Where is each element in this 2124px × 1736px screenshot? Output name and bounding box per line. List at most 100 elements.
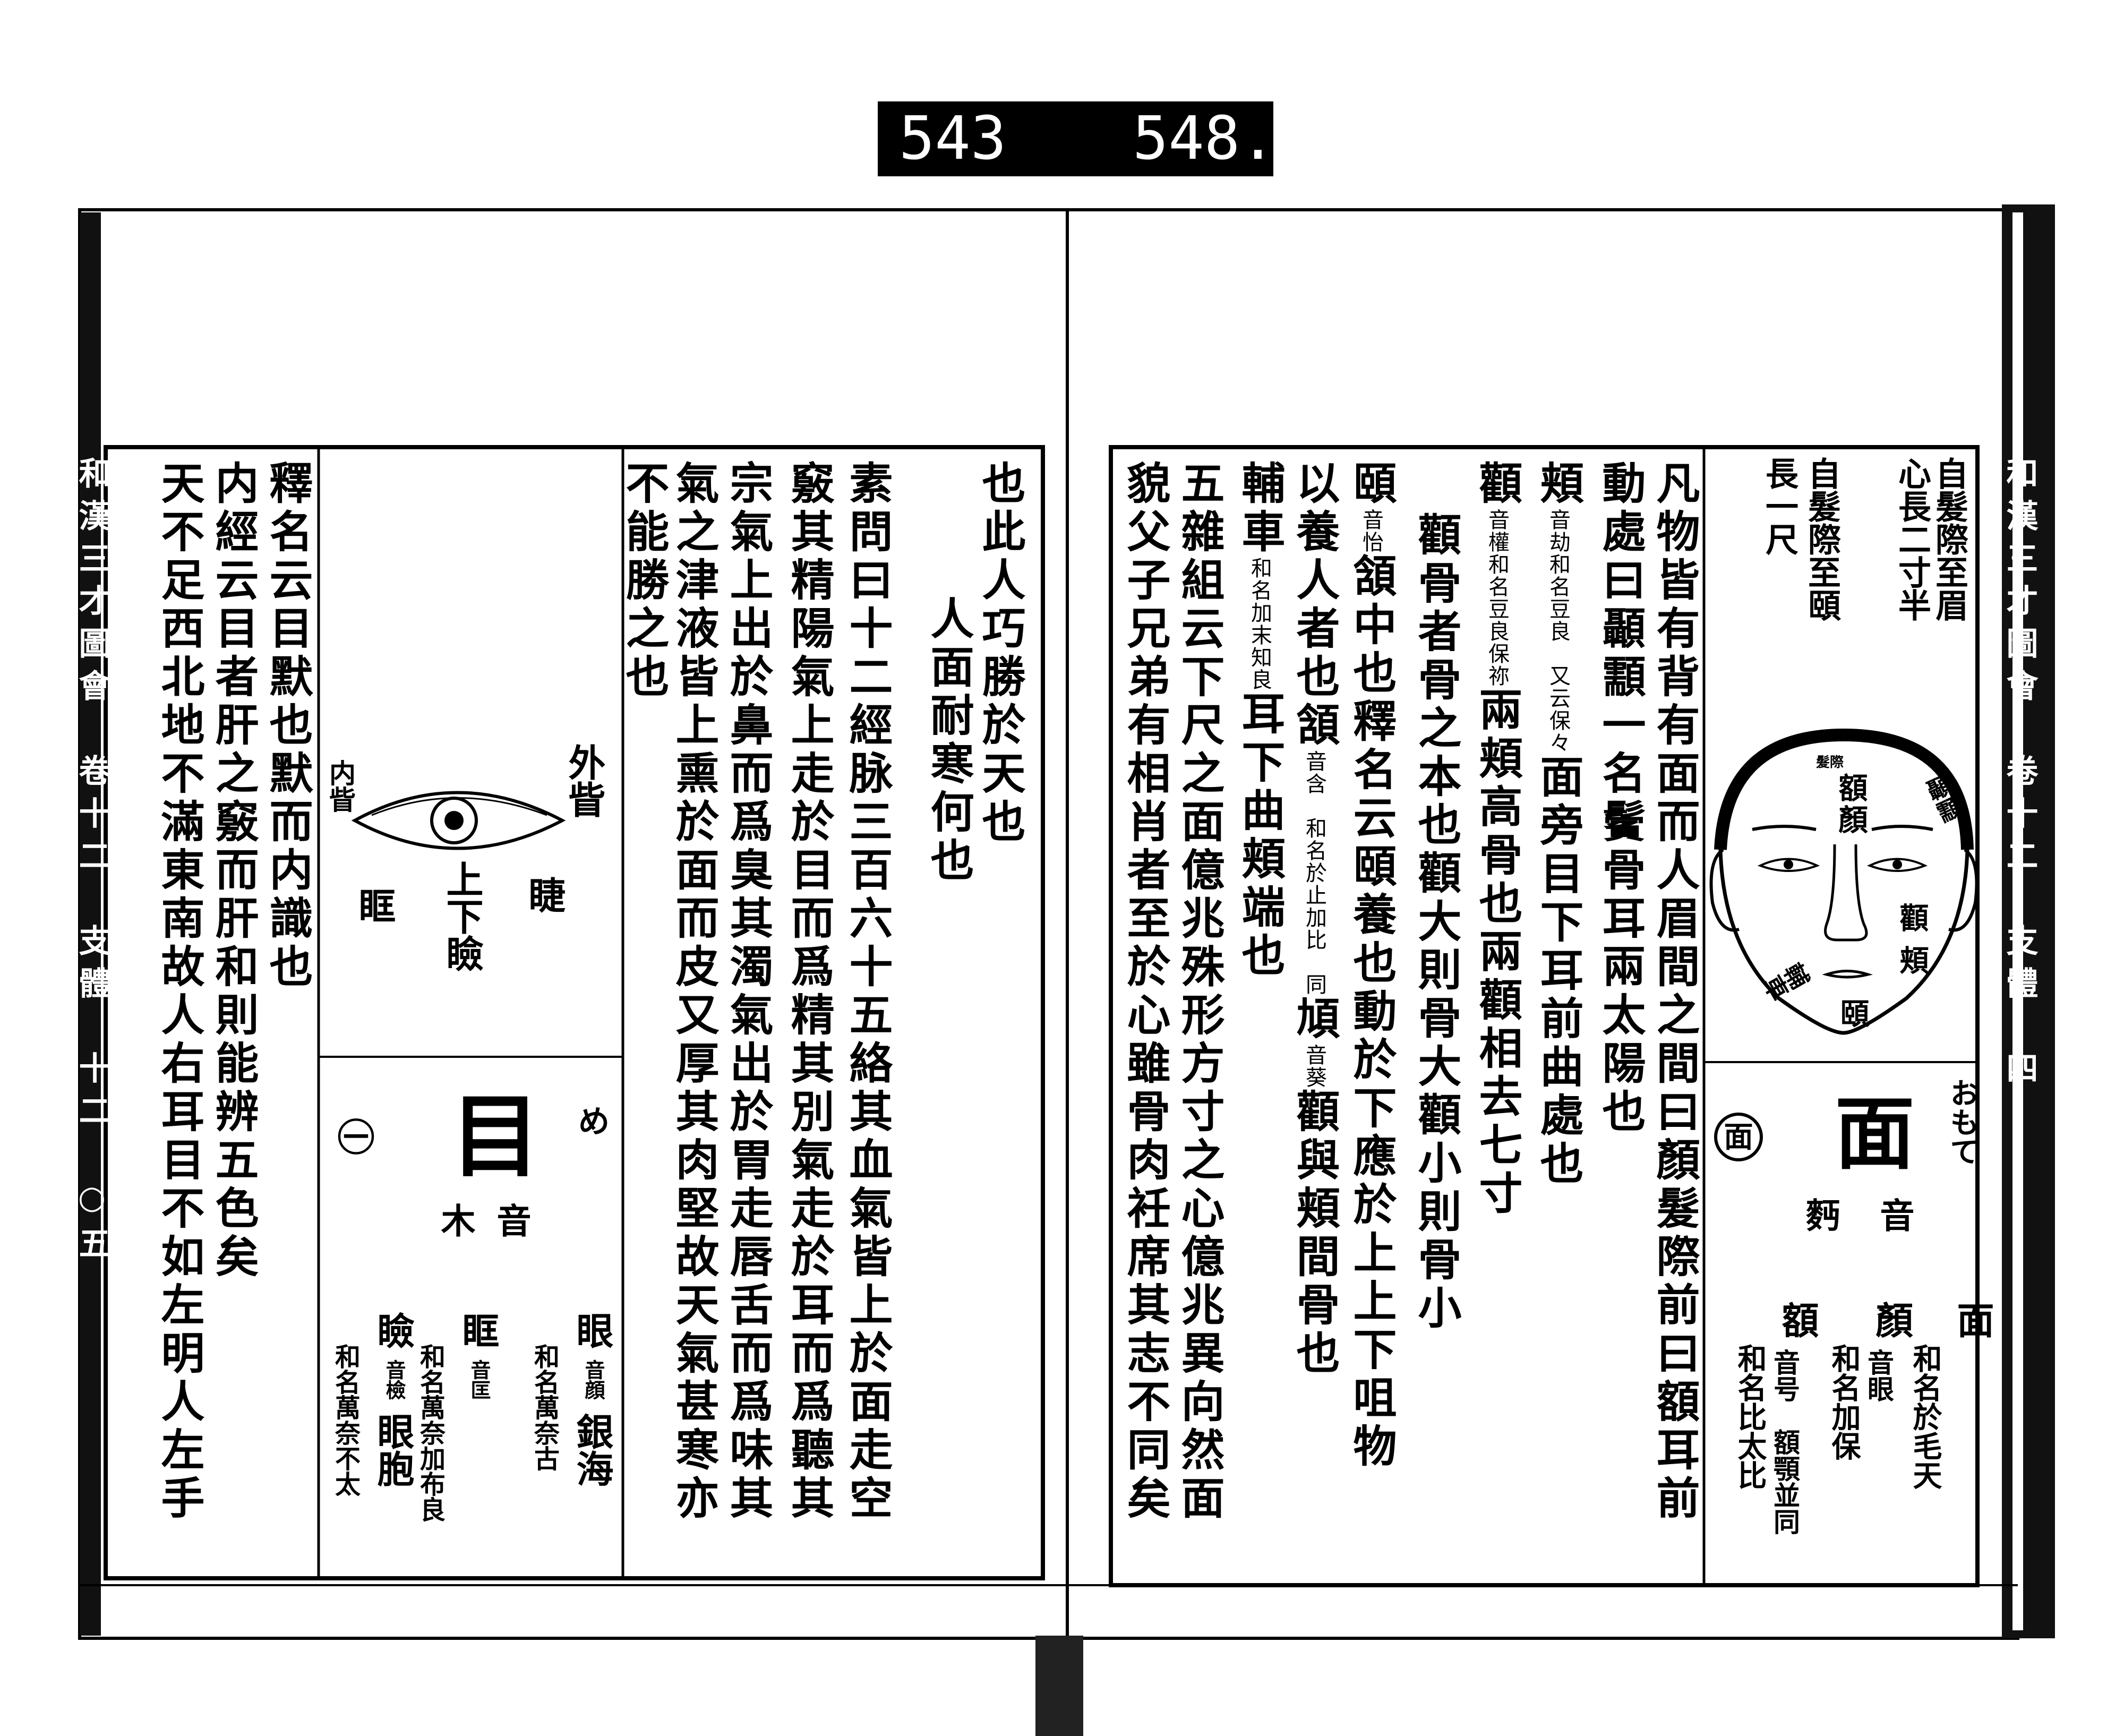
text-run: 顴與頬間骨也 [1289, 1089, 1340, 1379]
text-run: 顴 [1471, 460, 1522, 509]
text-column: 頬音劫和名豆良 又云保々面旁目下耳前曲處也 [1531, 460, 1585, 1189]
text-column: 釋名云目默也默而内識也 [261, 460, 314, 992]
sub-entry-wamei: 和名於毛天 [1908, 1344, 1942, 1490]
entry-heading-face: 面 [1821, 1091, 1915, 1171]
face-label-cheekbone: 顴 [1895, 903, 1929, 932]
gloss-note: 和名豆良保祢 [1485, 553, 1509, 687]
entry-on-label-eye: 音 [491, 1203, 531, 1237]
gloss-note: 和名加末知良 [1247, 557, 1272, 691]
text-column: 人面耐寒何也 [922, 596, 975, 886]
sub-entry-word: 額 [1776, 1301, 1820, 1338]
face-label-forehead: 額 [1834, 773, 1868, 802]
text-run: 以養人者也頷 [1289, 460, 1340, 750]
figure-note: 自髮際至眉 [1930, 457, 1968, 621]
text-run: 人面耐寒何也 [923, 596, 974, 886]
text-column: 竅其精陽氣上走於目而爲精其別氣走於耳而爲聽其 [782, 460, 835, 1524]
text-run: 也此人巧勝於天也 [974, 460, 1025, 847]
text-run: 動處曰顳顬一名鬢骨耳兩太陽也 [1595, 460, 1646, 1137]
label-inner-canthus: 内眥 [325, 759, 356, 813]
sub-entry-wamei: 和名加保 [1827, 1344, 1861, 1460]
gloss-note: 音劫 [1546, 509, 1570, 553]
archive-number-right: 548. [1133, 104, 1276, 173]
text-run: 天不足西北地不滿東南故人右耳目不如左明人左手 [153, 460, 204, 1524]
figure-note: 長一尺 [1760, 457, 1798, 555]
gloss-note: 和名豆良 又云保々 [1546, 553, 1570, 754]
left-margin-title: 和漢三才圖會 卷十二 支體 十二 ○五 [73, 457, 110, 1269]
text-column: 不能勝之也 [617, 460, 670, 702]
sub-entry-alt: 銀海 [570, 1413, 614, 1487]
text-run: 顴骨者骨之本也顴大則骨大顴小則骨小 [1410, 512, 1461, 1333]
face-label-cheek: 頬 [1895, 945, 1929, 974]
text-column: 凡物皆有背有面而人眉間之間曰顏髮際前曰額耳前 [1648, 460, 1701, 1524]
gloss-note: 音權 [1485, 509, 1509, 553]
text-run: 五雜組云下尺之面億兆殊形方寸之心億兆異向然面 [1174, 460, 1224, 1524]
text-run: 耳下曲頬端也 [1234, 691, 1285, 981]
text-run: 頷中也釋名云頤養也動於下應於上上下咀物 [1346, 553, 1397, 1472]
text-column: 素問曰十二經脉三百六十五絡其血氣皆上於面走空 [841, 460, 894, 1524]
sub-entry-wamei: 和名萬奈加布良 [415, 1344, 445, 1522]
text-run: 面旁目下耳前曲處也 [1532, 754, 1583, 1189]
entry-heading-eye: 目 [434, 1089, 541, 1179]
sub-entry-word: 面 [1951, 1301, 1995, 1338]
text-run: 頤 [1346, 460, 1397, 509]
right-margin-title: 和漢三才圖會 卷十二 支體 四 [2001, 457, 2038, 1094]
text-run: 輔車 [1234, 460, 1285, 557]
text-column: 氣之津液皆上熏於面而皮又厚其肉堅故天氣甚寒亦 [667, 460, 720, 1524]
text-run: 頄 [1289, 996, 1340, 1044]
sub-entry-word: 顏 [1870, 1301, 1914, 1338]
text-column: 以養人者也頷音含 和名於止加比 同頄音葵顴與頬間骨也 [1288, 460, 1341, 1379]
sub-entry-wamei: 和名萬奈不太 [330, 1344, 360, 1496]
archive-number-left: 543 [899, 104, 1007, 173]
figure-note: 自髮際至頤 [1802, 457, 1841, 621]
text-column: 輔車和名加末知良耳下曲頬端也 [1233, 460, 1286, 981]
sub-entry-note: 音号 額顎並同 [1769, 1349, 1801, 1535]
text-column: 也此人巧勝於天也 [973, 460, 1026, 847]
gloss-note: 音葵 [1302, 1044, 1326, 1089]
sub-entry-note: 音匡 [467, 1359, 491, 1400]
text-run: 素問曰十二經脉三百六十五絡其血氣皆上於面走空 [842, 460, 893, 1524]
figure-note: 心長二寸半 [1892, 457, 1931, 621]
entry-on-label-face: 音 [1874, 1198, 1914, 1232]
entry-reading-face: おもて [1945, 1078, 1980, 1166]
text-column: 天不足西北地不滿東南故人右耳目不如左明人左手 [152, 460, 205, 1524]
sub-entry-note: 音檢 [382, 1359, 406, 1400]
text-column: 顴骨者骨之本也顴大則骨大顴小則骨小 [1409, 512, 1462, 1333]
entry-on-value-eye: 木 [435, 1203, 475, 1237]
text-run: 凡物皆有背有面而人眉間之間曰顏髮際前曰額耳前 [1649, 460, 1700, 1524]
text-run: 貌父子兄弟有相肖者至於心雖骨肉衽席其志不同矣 [1119, 460, 1170, 1524]
text-column: 宗氣上出於鼻而爲臭其濁氣出於胃走唇舌而爲味其 [721, 460, 774, 1524]
sub-entry-word: 眼 [570, 1312, 614, 1349]
sub-entry-alt: 眼胞 [371, 1413, 415, 1487]
text-run: 宗氣上出於鼻而爲臭其濁氣出於胃走唇舌而爲味其 [722, 460, 773, 1524]
sub-entry-wamei: 和名萬奈古 [529, 1344, 559, 1471]
entry-mark-face: 面 [1714, 1113, 1763, 1161]
label-eye-socket: 眶 [353, 887, 397, 924]
eye-illustration [351, 791, 566, 850]
face-label-chin: 頤 [1835, 998, 1870, 1028]
entry-mark-eye: ㊀ [331, 1118, 375, 1155]
text-run: 不能勝之也 [618, 460, 669, 702]
sub-entry-note: 音眼 [1863, 1349, 1895, 1402]
sub-entry-wamei: 和名比太比 [1733, 1344, 1767, 1490]
face-label-brow-center: 顏 [1834, 805, 1868, 834]
text-run: 釋名云目默也默而内識也 [262, 460, 313, 992]
archive-number-label: 543 548. [878, 101, 1276, 176]
face-illustration [1709, 728, 1979, 1035]
label-outer-canthus: 外眥 [562, 743, 606, 818]
sub-entry-note: 音顔 [581, 1359, 605, 1400]
sub-entry-word: 瞼 [371, 1312, 415, 1349]
entry-on-value-face: 麪 [1800, 1198, 1840, 1232]
entry-reading-eye: め [572, 1105, 610, 1136]
gloss-note: 音含 和名於止加比 同 [1302, 750, 1326, 996]
label-eyelids: 上下瞼 [440, 860, 484, 972]
face-label-hairline: 髮際 [1816, 755, 1844, 771]
text-column: 五雜組云下尺之面億兆殊形方寸之心億兆異向然面 [1172, 460, 1226, 1524]
text-run: 竅其精陽氣上走於目而爲精其別氣走於耳而爲聽其 [783, 460, 834, 1524]
label-eyelash: 睫 [523, 876, 567, 913]
text-run: 氣之津液皆上熏於面而皮又厚其肉堅故天氣甚寒亦 [668, 460, 719, 1524]
text-column: 動處曰顳顬一名鬢骨耳兩太陽也 [1594, 460, 1647, 1137]
sub-entry-word: 眶 [456, 1312, 500, 1349]
text-column: 顴音權和名豆良保祢兩頬高骨也兩顴相去七寸 [1470, 460, 1523, 1219]
text-run: 兩頬高骨也兩顴相去七寸 [1471, 687, 1522, 1219]
